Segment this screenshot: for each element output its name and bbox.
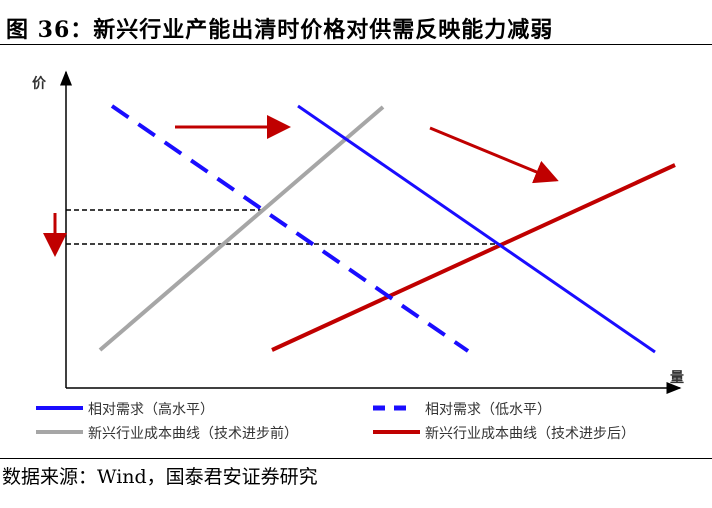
shift-arrow-cost [429,126,559,184]
legend-label-cost-after: 新兴行业成本曲线（技术进步后） [425,426,635,442]
legend-label-cost-before: 新兴行业成本曲线（技术进步前） [88,426,298,442]
title-divider [0,44,712,45]
figure-title: 图 36：新兴行业产能出清时价格对供需反映能力减弱 [6,17,554,43]
x-axis-label: 量 [670,370,684,386]
cost-curve-after [271,163,676,352]
legend-label-demand-high: 相对需求（高水平） [88,402,214,418]
demand-low [110,104,470,353]
legend-label-demand-low: 相对需求（低水平） [425,402,551,418]
source-divider [0,458,712,459]
y-axis-label: 价 [32,76,47,92]
demand-high [297,104,656,354]
cost-curve-before [98,105,385,352]
source-note: 数据来源：Wind，国泰君安证券研究 [2,466,318,488]
supply-demand-diagram: 价 量 [32,70,684,434]
